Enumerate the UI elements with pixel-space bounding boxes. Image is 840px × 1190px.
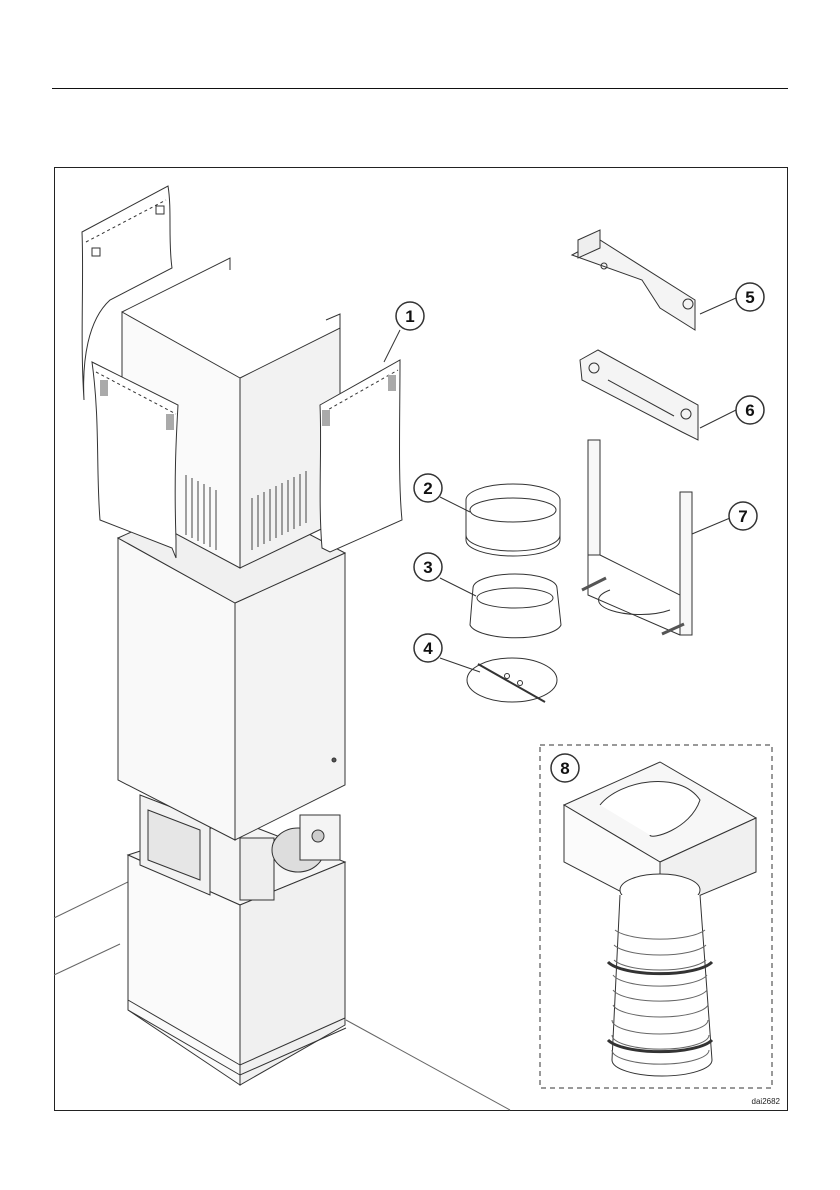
svg-text:7: 7 xyxy=(738,507,747,526)
callout-1: 1 xyxy=(396,302,424,330)
svg-text:4: 4 xyxy=(423,639,433,658)
callout-4: 4 xyxy=(414,634,442,662)
svg-text:5: 5 xyxy=(745,288,754,307)
ring-3 xyxy=(470,574,561,638)
bracket-5 xyxy=(572,230,695,330)
svg-text:3: 3 xyxy=(423,558,432,577)
callout-7: 7 xyxy=(729,502,757,530)
svg-text:2: 2 xyxy=(423,479,432,498)
callout-6: 6 xyxy=(736,396,764,424)
disc-4 xyxy=(467,658,557,702)
svg-text:1: 1 xyxy=(405,307,414,326)
ring-2 xyxy=(466,484,560,556)
frame-7 xyxy=(582,440,692,635)
adapter-8 xyxy=(564,762,756,1076)
callout-8: 8 xyxy=(551,754,579,782)
callout-3: 3 xyxy=(414,553,442,581)
callout-2: 2 xyxy=(414,474,442,502)
svg-text:6: 6 xyxy=(745,401,754,420)
svg-text:8: 8 xyxy=(560,759,569,778)
bracket-6 xyxy=(580,350,698,440)
drawing-code: dai2682 xyxy=(752,1097,780,1106)
callout-5: 5 xyxy=(736,283,764,311)
